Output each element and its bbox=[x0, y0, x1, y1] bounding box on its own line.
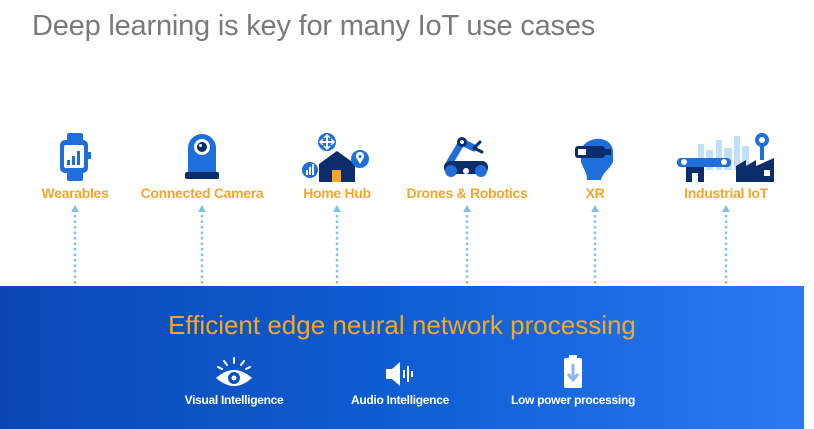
use-case-label: Wearables bbox=[41, 185, 109, 201]
factory-icon bbox=[651, 128, 801, 182]
smartwatch-icon bbox=[0, 128, 150, 182]
eye-icon bbox=[154, 357, 314, 389]
capability-label: Visual Intelligence bbox=[184, 393, 284, 407]
robot-arm-icon bbox=[392, 128, 542, 182]
capability-label: Low power processing bbox=[510, 393, 636, 407]
camera-icon bbox=[127, 128, 277, 182]
vr-headset-icon bbox=[520, 128, 670, 182]
use-case-label: Connected Camera bbox=[140, 185, 264, 201]
capability-low-power-processing: Low power processing bbox=[493, 355, 653, 407]
band-title: Efficient edge neural network processing bbox=[168, 310, 636, 340]
dotted-arrow-up-icon bbox=[333, 205, 341, 286]
use-case-xr: XR bbox=[520, 128, 670, 201]
dotted-arrow-up-icon bbox=[722, 205, 730, 286]
capability-audio-intelligence: Audio Intelligence bbox=[320, 357, 480, 407]
capability-label: Audio Intelligence bbox=[351, 393, 449, 407]
use-case-drones-robotics: Drones & Robotics bbox=[392, 128, 542, 201]
use-case-industrial-iot: Industrial IoT bbox=[651, 128, 801, 201]
battery-icon bbox=[493, 355, 653, 389]
use-case-connected-camera: Connected Camera bbox=[127, 128, 277, 201]
dotted-arrow-up-icon bbox=[463, 205, 471, 286]
use-case-wearables: Wearables bbox=[0, 128, 150, 201]
processing-band: Efficient edge neural network processing… bbox=[0, 286, 804, 429]
capability-visual-intelligence: Visual Intelligence bbox=[154, 357, 314, 407]
use-case-label: Drones & Robotics bbox=[406, 185, 528, 201]
dotted-arrow-up-icon bbox=[591, 205, 599, 286]
use-case-label: Home Hub bbox=[303, 185, 371, 201]
use-case-home-hub: Home Hub bbox=[262, 128, 412, 201]
slide-title: Deep learning is key for many IoT use ca… bbox=[32, 10, 596, 42]
dotted-arrow-up-icon bbox=[198, 205, 206, 286]
use-case-label: Industrial IoT bbox=[684, 185, 768, 201]
speaker-icon bbox=[320, 357, 480, 389]
use-case-label: XR bbox=[585, 185, 605, 201]
home-hub-icon bbox=[262, 128, 412, 182]
dotted-arrow-up-icon bbox=[71, 205, 79, 286]
